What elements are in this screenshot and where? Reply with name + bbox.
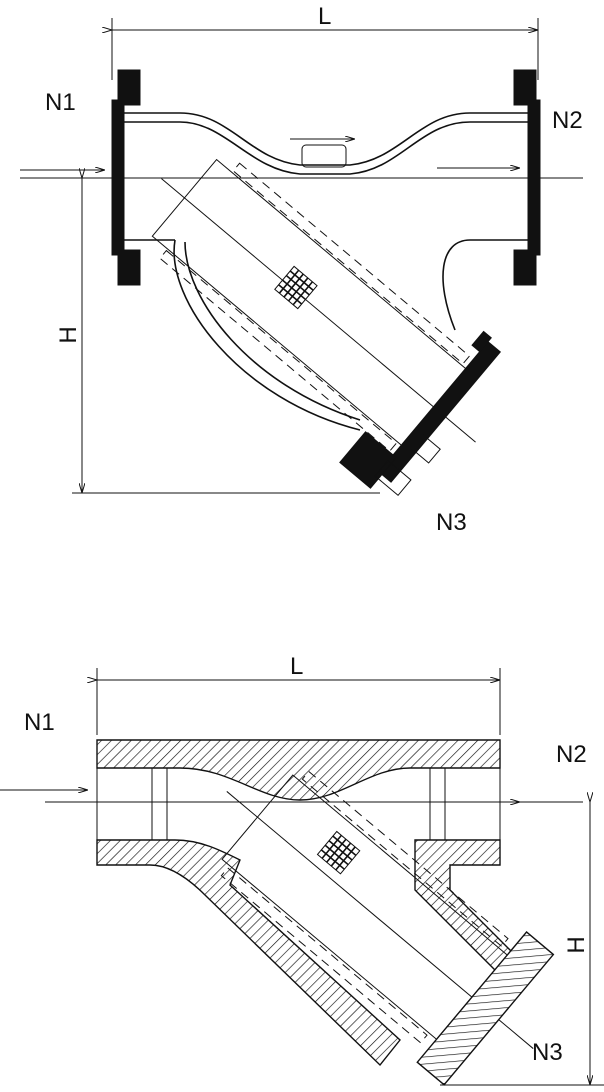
mesh-icon [316,830,361,875]
mesh-icon [274,265,318,310]
inlet-flange [111,69,141,286]
height-dimension: H [55,178,380,494]
cap-flange [378,340,502,483]
height-label: H [55,326,82,343]
strainer-screen [220,770,555,1086]
inlet-label: N1 [45,89,76,116]
drain-label: N3 [532,1039,563,1066]
flanged-y-strainer: L N1 N2 N3 [20,3,583,536]
cap [416,931,555,1086]
height-label: H [563,936,590,953]
length-label: L [290,653,303,680]
threaded-y-strainer: L N1 N2 N3 [0,653,604,1086]
baffle [301,144,347,168]
outlet-flange [513,69,541,286]
height-dimension: H [440,802,604,1086]
drain-plug [339,431,441,497]
length-label: L [318,3,331,30]
length-dimension: L [112,3,539,80]
length-dimension: L [97,653,501,735]
outlet-label: N2 [556,741,587,768]
drain-label: N3 [436,509,467,536]
strainer-screen [151,158,502,483]
outlet-label: N2 [552,107,583,134]
inlet-label: N1 [24,709,55,736]
